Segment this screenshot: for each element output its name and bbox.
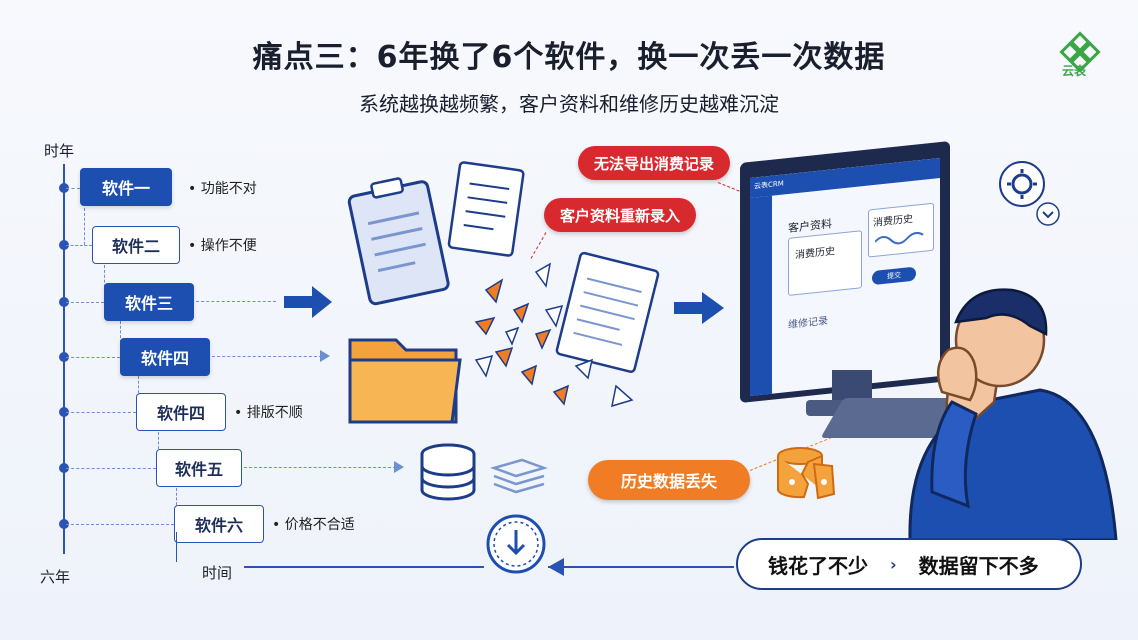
frustrated-person-illustration [908, 288, 1118, 540]
software-box-6: 软件五 [156, 449, 242, 487]
logo-text: 云表 [1062, 64, 1087, 78]
scattered-documents-illustration [347, 161, 660, 424]
wave-line-icon [875, 231, 924, 245]
arrow-left-icon [548, 558, 564, 576]
consumption-history-panel: 消费历史 [788, 230, 862, 296]
software-box-7: 软件六 [174, 505, 264, 543]
download-clock-icon [486, 514, 546, 574]
timeline-end-label: 六年 [40, 568, 71, 586]
connector [66, 524, 174, 525]
software-box-4: 软件四 [120, 338, 210, 376]
dashed-arrow [196, 301, 276, 302]
note-2: • 操作不便 [188, 238, 257, 254]
connector [66, 188, 80, 189]
timeline-dot [59, 297, 69, 307]
timeline-dot [59, 407, 69, 417]
callout-reentry: 客户资料重新录入 [544, 198, 697, 232]
maintenance-label: 维修记录 [788, 315, 828, 331]
customer-info-label: 客户资料 [788, 217, 832, 235]
timeline-dot [59, 183, 69, 193]
page-subtitle: 系统越换越频繁，客户资料和维修历史越难沉淀 [359, 92, 779, 116]
connector [66, 302, 104, 303]
broken-database-icon [777, 447, 836, 500]
connector [66, 245, 92, 246]
dashed-arrow [244, 467, 396, 468]
connector [84, 208, 85, 245]
database-icon [420, 443, 548, 501]
chevron-right-icon: › [890, 554, 897, 574]
time-axis-bracket [176, 532, 177, 562]
timeline-dot [59, 519, 69, 529]
note-1: • 功能不对 [188, 181, 257, 197]
arrowhead-icon [320, 350, 330, 362]
software-box-5: 软件四 [136, 393, 226, 431]
timeline-dot [59, 463, 69, 473]
app-sidebar [750, 195, 772, 396]
arrow-right-icon [674, 292, 724, 324]
page-title: 痛点三：6年换了6个软件，换一次丢一次数据 [252, 40, 886, 75]
gear-icon [999, 161, 1045, 207]
note-5: • 排版不顺 [234, 405, 303, 421]
arrowhead-icon [394, 461, 404, 473]
timeline-dot [59, 352, 69, 362]
dashed-arrow [212, 356, 322, 357]
time-label: 时间 [202, 564, 233, 582]
consumption-history-panel-2: 消费历史 [868, 202, 934, 258]
software-box-2: 软件二 [92, 226, 180, 264]
timeline-dot [59, 240, 69, 250]
callout-data-lost: 历史数据丢失 [588, 460, 750, 500]
timeline-start-label: 时年 [44, 142, 75, 160]
connector [66, 412, 136, 413]
arrow-right-icon [284, 286, 332, 318]
chevron-down-icon [1036, 202, 1060, 226]
conclusion-pill: 钱花了不少 › 数据留下不多 [736, 538, 1082, 590]
time-axis-line [244, 566, 484, 568]
software-box-3: 软件三 [104, 283, 194, 321]
connector [66, 357, 120, 358]
connector [66, 468, 156, 469]
callout-export-failed: 无法导出消费记录 [578, 146, 731, 180]
logo-icon [1059, 31, 1101, 73]
conclusion-right: 数据留下不多 [918, 553, 1039, 578]
monitor-screen: 云表CRM 客户资料 消费历史 消费历史 提交 维修记录 [750, 158, 940, 396]
note-7: • 价格不合适 [272, 517, 355, 533]
arrow-line [548, 566, 734, 568]
conclusion-left: 钱花了不少 [768, 553, 868, 578]
software-box-1: 软件一 [80, 168, 172, 206]
